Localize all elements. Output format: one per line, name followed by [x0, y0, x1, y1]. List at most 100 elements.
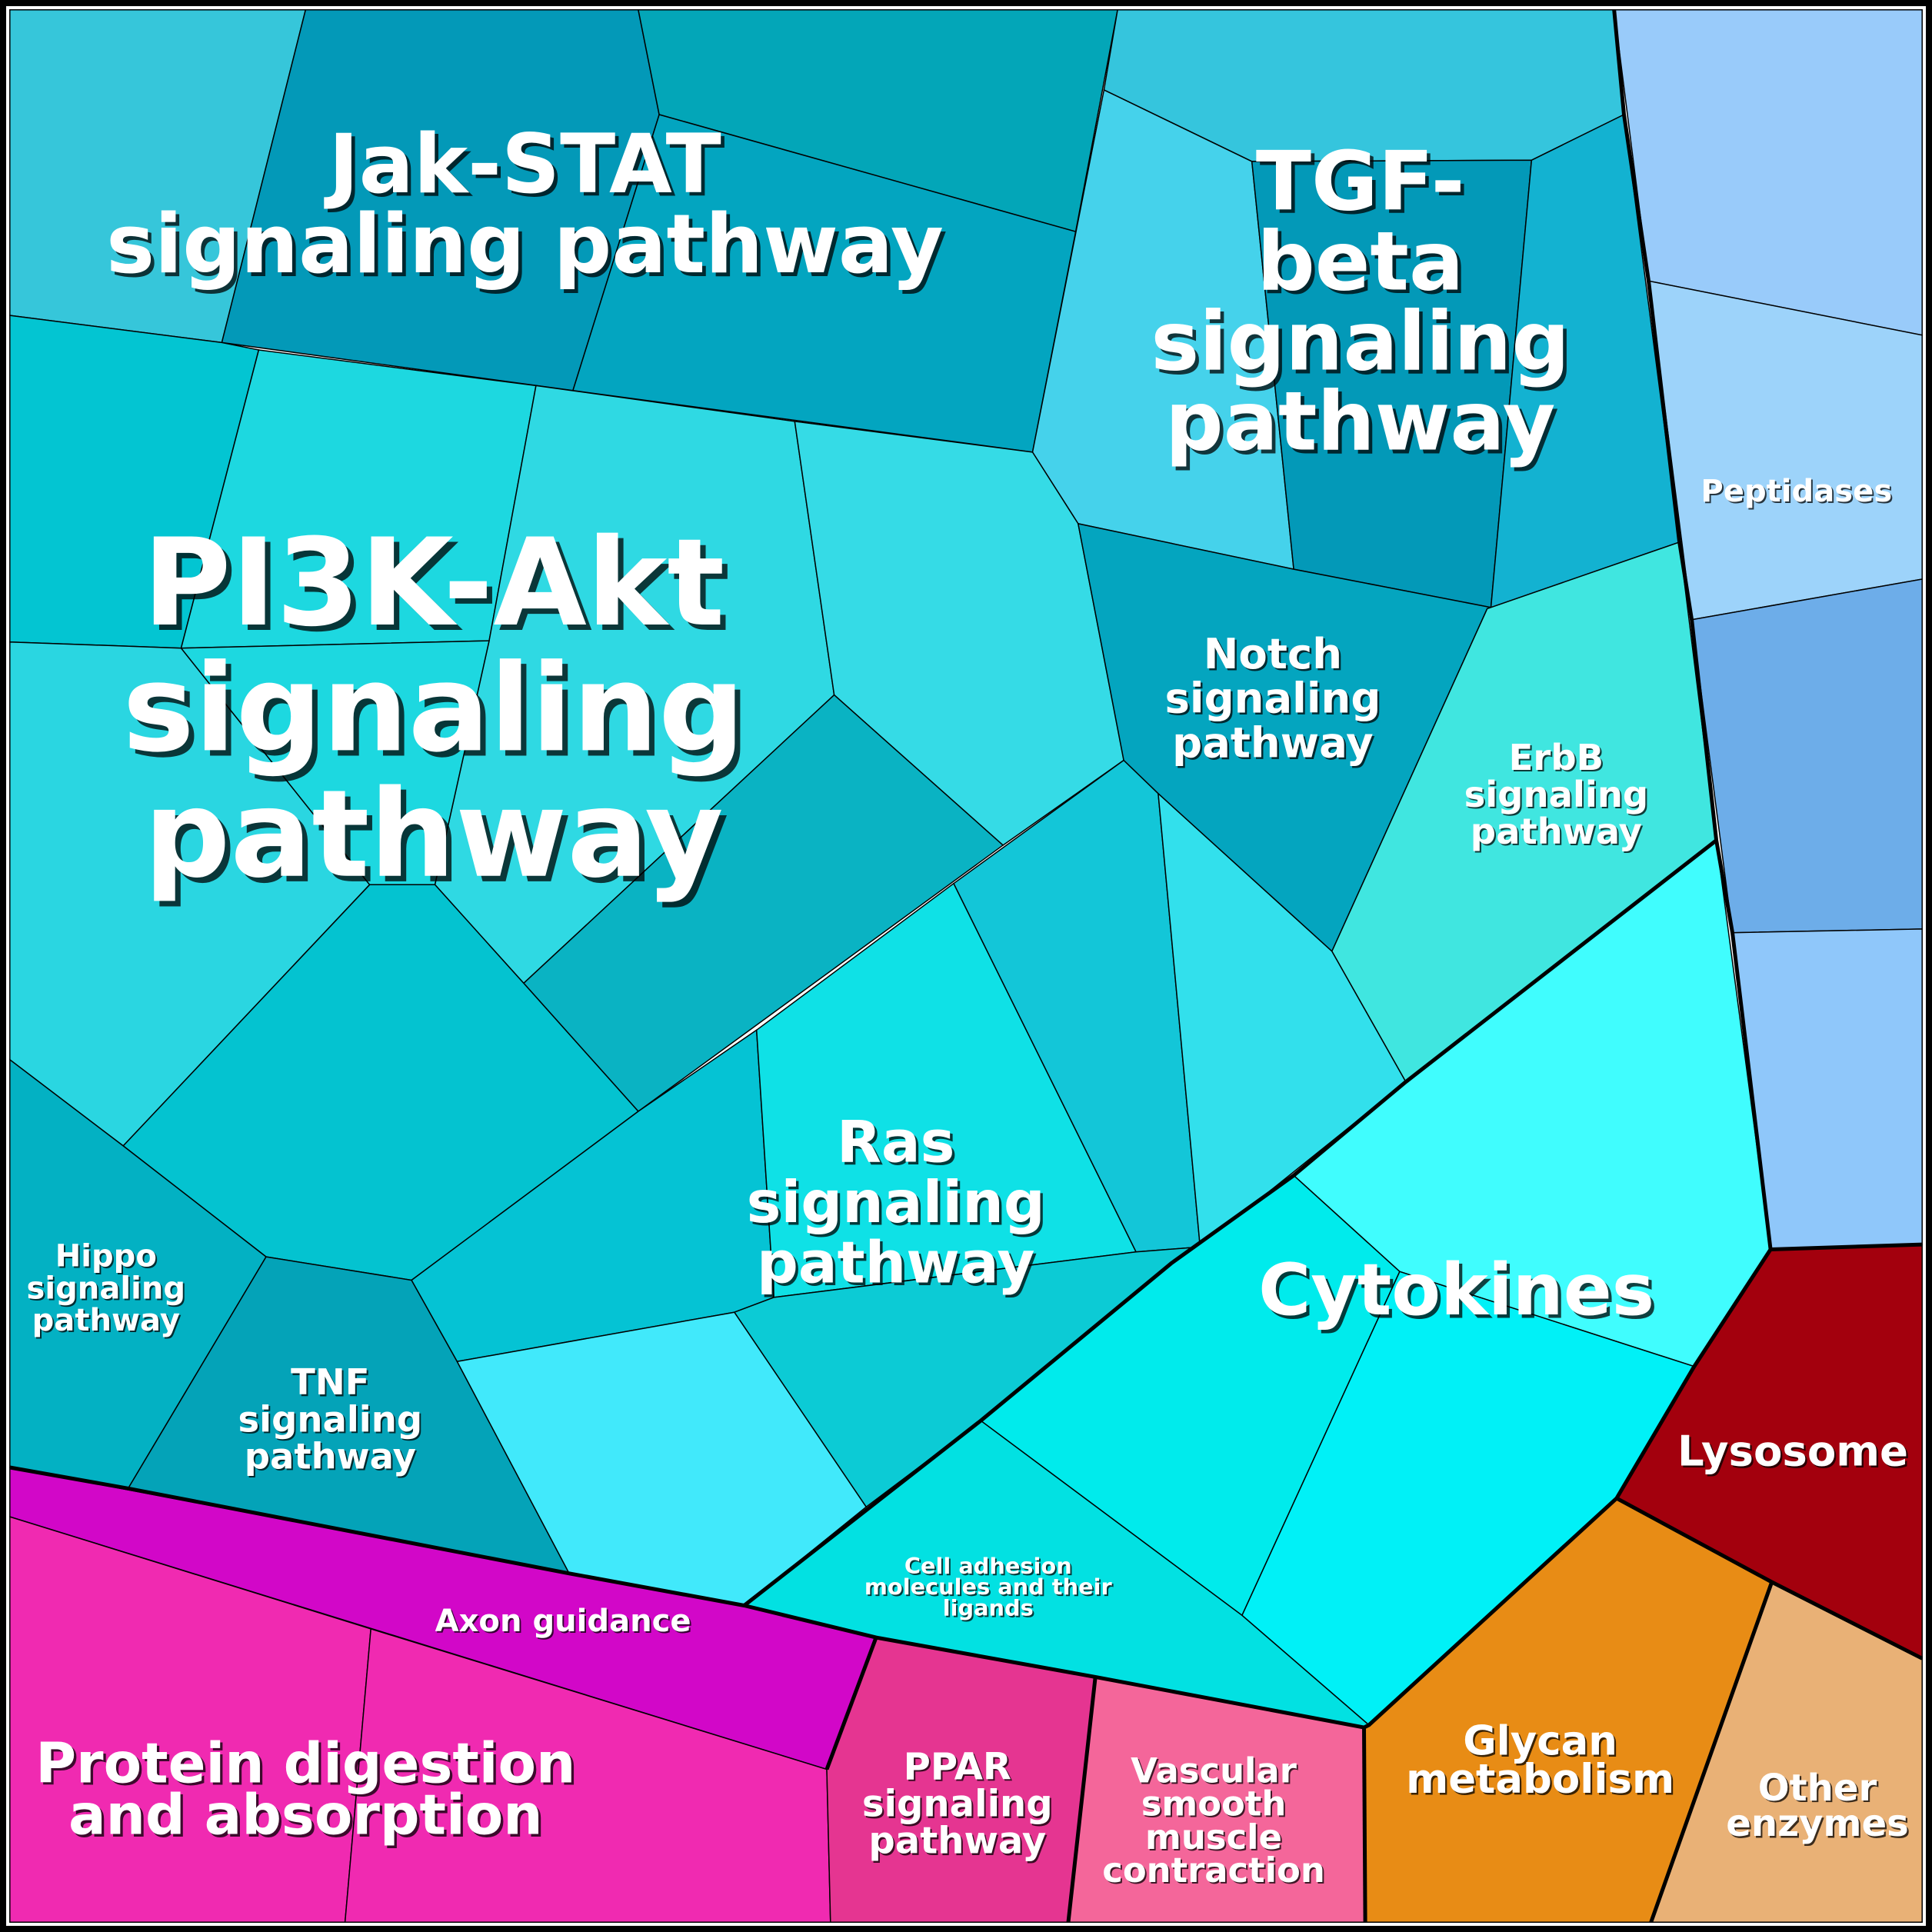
treemap-label: HippoHipposignalingsignalingpathwaypathw…	[27, 1239, 188, 1340]
label-shadow: signaling pathway	[110, 201, 948, 295]
label-line: smooth	[1141, 1784, 1287, 1824]
label-line: beta	[1257, 214, 1464, 308]
label-line: Glycan	[1463, 1718, 1617, 1765]
group-border	[1649, 1581, 1774, 1924]
label-line: Hippo	[55, 1239, 157, 1274]
label-shadow: PI3K-Akt	[148, 518, 731, 659]
label-line: pathway	[144, 764, 724, 905]
group-border	[1612, 9, 1773, 1250]
label-line: muscle	[1145, 1817, 1282, 1857]
label-line: metabolism	[1406, 1756, 1674, 1803]
label-line: enzymes	[1726, 1802, 1909, 1845]
label-line: Jak-STAT	[324, 117, 721, 212]
label-shadow: pathway	[1174, 720, 1376, 769]
label-shadow: pathway	[870, 1821, 1048, 1864]
label-shadow: molecules and their	[866, 1575, 1114, 1601]
label-line: PPAR	[904, 1746, 1011, 1789]
treemap-cell	[1647, 280, 1923, 621]
label-line: pathway	[245, 1435, 416, 1477]
label-line: pathway	[1165, 375, 1555, 469]
label-shadow: Protein digestion	[38, 1734, 578, 1799]
label-line: Ras	[837, 1108, 955, 1175]
label-shadow: Glycan	[1465, 1720, 1620, 1767]
label-line: pathway	[1172, 718, 1374, 767]
label-line: contraction	[1102, 1850, 1325, 1890]
label-shadow: Hippo	[57, 1241, 158, 1276]
label-line: signaling	[1164, 674, 1381, 723]
label-line: Axon guidance	[435, 1604, 691, 1639]
label-line: signaling	[1464, 774, 1649, 815]
treemap-label: PI3K-AktPI3K-Aktsignalingsignalingpathwa…	[122, 513, 750, 911]
label-shadow: Cytokines	[1261, 1251, 1657, 1334]
group-border	[824, 1637, 878, 1770]
label-shadow: pathway	[759, 1231, 1037, 1299]
label-shadow: TNF	[292, 1363, 371, 1404]
label-shadow: Cell adhesion	[906, 1554, 1074, 1581]
treemap-label: VascularVascularsmoothsmoothmusclemuscle…	[1102, 1750, 1327, 1892]
label-shadow: Axon guidance	[437, 1605, 693, 1641]
label-line: Cytokines	[1258, 1248, 1654, 1331]
label-line: Notch	[1204, 629, 1342, 678]
label-line: molecules and their	[864, 1574, 1113, 1600]
label-line: signaling	[862, 1783, 1053, 1826]
treemap-cells	[9, 9, 1923, 1923]
label-shadow: signaling	[240, 1400, 425, 1441]
label-line: signaling	[27, 1271, 186, 1306]
label-line: Peptidases	[1700, 474, 1892, 509]
group-border	[1362, 1727, 1367, 1923]
label-shadow: smooth	[1143, 1785, 1288, 1826]
label-shadow: TGF-	[1260, 138, 1469, 232]
label-shadow: Vascular	[1132, 1751, 1298, 1792]
label-shadow: signaling	[28, 1272, 188, 1307]
label-line: and absorption	[68, 1784, 543, 1848]
group-border	[1066, 1677, 1098, 1923]
group-border	[743, 838, 1718, 1607]
label-line: TNF	[291, 1361, 369, 1403]
label-line: Other	[1758, 1767, 1877, 1810]
label-shadow: and absorption	[71, 1786, 545, 1850]
label-shadow: signaling	[1154, 298, 1574, 392]
label-line: signaling pathway	[106, 197, 944, 291]
label-line: TGF-	[1256, 134, 1465, 228]
treemap-label: NotchNotchsignalingsignalingpathwaypathw…	[1164, 629, 1382, 769]
group-border	[1770, 1242, 1923, 1251]
label-shadow: Peptidases	[1702, 475, 1894, 511]
label-shadow: PPAR	[905, 1747, 1013, 1790]
label-shadow: signaling	[1167, 675, 1383, 724]
label-shadow: metabolism	[1407, 1758, 1676, 1805]
label-shadow: ligands	[944, 1596, 1035, 1622]
label-line: ligands	[943, 1594, 1034, 1621]
label-line: pathway	[32, 1303, 180, 1338]
label-line: Vascular	[1131, 1750, 1297, 1790]
label-shadow: pathway	[149, 770, 729, 911]
label-shadow: Ras	[839, 1111, 958, 1178]
label-shadow: beta	[1261, 218, 1467, 312]
label-shadow: signaling	[749, 1171, 1048, 1238]
label-shadow: pathway	[1472, 812, 1644, 854]
label-line: ErbB	[1509, 737, 1604, 778]
label-shadow: pathway	[246, 1437, 418, 1478]
label-shadow: Notch	[1205, 631, 1344, 680]
label-line: pathway	[757, 1228, 1034, 1296]
label-line: Lysosome	[1677, 1427, 1908, 1476]
label-shadow: signaling	[128, 644, 750, 784]
label-line: signaling	[747, 1168, 1045, 1236]
label-shadow: signaling	[864, 1784, 1054, 1827]
label-shadow: pathway	[1169, 378, 1559, 472]
treemap-label: TGF-TGF-betabetasignalingsignalingpathwa…	[1151, 134, 1573, 472]
label-line: pathway	[868, 1820, 1046, 1863]
label-line: PI3K-Akt	[142, 513, 724, 654]
treemap-cell	[1690, 578, 1923, 934]
label-shadow: Lysosome	[1679, 1428, 1910, 1477]
label-line: signaling	[238, 1398, 422, 1440]
